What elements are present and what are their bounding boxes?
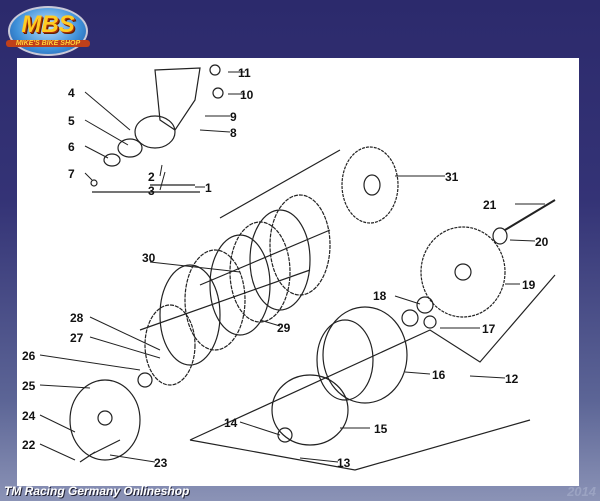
clutch-cover	[69, 379, 141, 461]
part-label[interactable]: 4	[68, 86, 75, 100]
gear-19	[420, 226, 506, 318]
part-label[interactable]: 16	[432, 368, 446, 382]
part-label[interactable]: 31	[445, 170, 459, 184]
part-label[interactable]: 12	[505, 372, 519, 386]
part-label[interactable]: 5	[68, 114, 75, 128]
part-label[interactable]: 8	[230, 126, 237, 140]
footer-shop-name: TM Racing Germany Onlineshop	[4, 484, 190, 498]
part-label[interactable]: 1	[205, 181, 212, 195]
part-label[interactable]: 11	[238, 66, 251, 80]
clutch-basket	[322, 306, 408, 404]
gear-31	[341, 146, 399, 224]
part-label[interactable]: 18	[373, 289, 387, 303]
part-number-labels: 11 10 4 9 8 5 6 7 2 3 1 31 21 20 30 19 1…	[22, 66, 549, 470]
part-label[interactable]: 2	[148, 170, 155, 184]
part-label[interactable]: 25	[22, 379, 36, 393]
mikes-bike-shop-logo[interactable]: MBS MIKE'S BIKE SHOP	[6, 6, 90, 56]
exploded-view-drawing: 11 10 4 9 8 5 6 7 2 3 1 31 21 20 30 19 1…	[22, 64, 556, 471]
part-label[interactable]: 21	[483, 198, 497, 212]
part-label[interactable]: 19	[522, 278, 536, 292]
part-label[interactable]: 27	[70, 331, 84, 345]
part-label[interactable]: 26	[22, 349, 36, 363]
part-label[interactable]: 23	[154, 456, 168, 470]
pressure-plate	[271, 374, 349, 446]
bracket-part	[154, 67, 201, 131]
clutch-plates	[144, 194, 331, 386]
part-label[interactable]: 30	[142, 251, 156, 265]
part-label[interactable]: 3	[148, 184, 155, 198]
part-label[interactable]: 22	[22, 438, 36, 452]
part-label[interactable]: 10	[240, 88, 254, 102]
part-label[interactable]: 24	[22, 409, 36, 423]
part-label[interactable]: 15	[374, 422, 388, 436]
part-label[interactable]: 9	[230, 110, 237, 124]
part-label[interactable]: 6	[68, 140, 75, 154]
clutch-parts-diagram: 11 10 4 9 8 5 6 7 2 3 1 31 21 20 30 19 1…	[17, 58, 579, 486]
logo-subtitle: MIKE'S BIKE SHOP	[6, 40, 90, 47]
part-label[interactable]: 13	[337, 456, 351, 470]
logo-title: MBS	[21, 11, 75, 38]
footer-year: 2014	[567, 484, 596, 499]
part-label[interactable]: 28	[70, 311, 84, 325]
part-label[interactable]: 20	[535, 235, 549, 249]
part-label[interactable]: 17	[482, 322, 496, 336]
part-label[interactable]: 14	[224, 416, 238, 430]
housing-part	[134, 115, 176, 149]
part-label[interactable]: 7	[68, 167, 75, 181]
part-label[interactable]: 29	[277, 321, 291, 335]
